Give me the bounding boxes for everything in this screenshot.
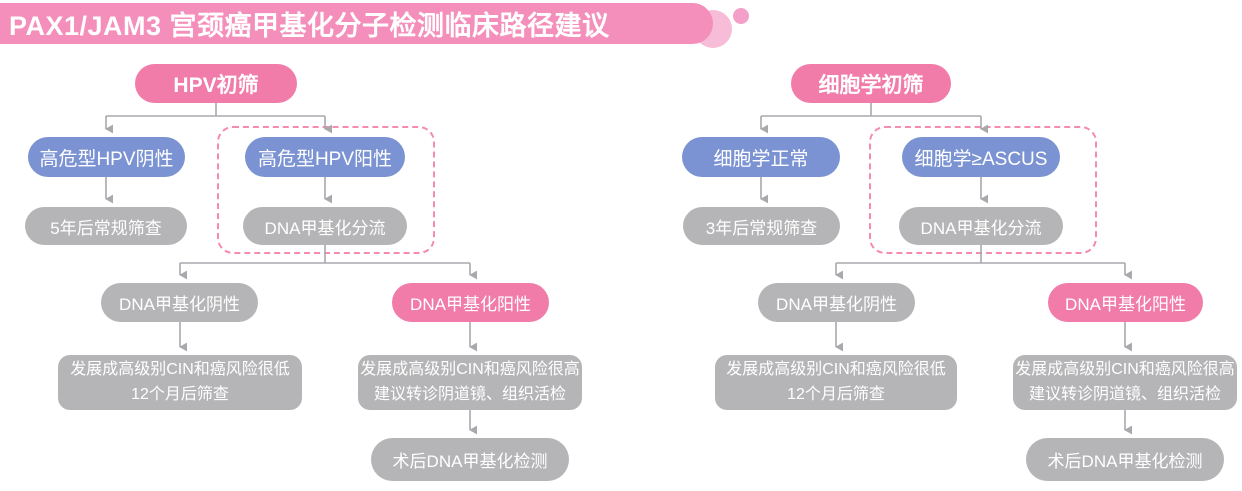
node-cytology-low-risk-outcome: 发展成高级别CIN和癌风险很低 12个月后筛查 bbox=[715, 355, 957, 410]
node-cytology-methylation-triage: DNA甲基化分流 bbox=[899, 207, 1063, 245]
outcome-text-line: 12个月后筛查 bbox=[131, 385, 229, 403]
node-hpv-positive: 高危型HPV阳性 bbox=[245, 137, 405, 177]
node-hpv-methylation-positive: DNA甲基化阳性 bbox=[392, 283, 549, 322]
node-hpv-screening-root: HPV初筛 bbox=[135, 64, 297, 103]
outcome-text-line: 发展成高级别CIN和癌风险很高 bbox=[360, 360, 580, 378]
node-cytology-postop-test: 术后DNA甲基化检测 bbox=[1026, 438, 1224, 481]
node-hpv-methylation-triage: DNA甲基化分流 bbox=[243, 207, 407, 245]
outcome-text-line: 12个月后筛查 bbox=[787, 385, 885, 403]
node-hpv-routine-screen: 5年后常规筛查 bbox=[25, 207, 187, 245]
node-hpv-negative: 高危型HPV阴性 bbox=[28, 137, 185, 177]
outcome-text-line: 发展成高级别CIN和癌风险很低 bbox=[726, 360, 946, 378]
node-hpv-methylation-negative: DNA甲基化阴性 bbox=[101, 283, 258, 322]
node-hpv-postop-test: 术后DNA甲基化检测 bbox=[371, 438, 569, 481]
node-cytology-methylation-negative: DNA甲基化阴性 bbox=[758, 283, 915, 322]
node-cytology-ascus: 细胞学≥ASCUS bbox=[902, 137, 1060, 177]
outcome-text-line: 发展成高级别CIN和癌风险很低 bbox=[70, 360, 290, 378]
node-cytology-screening-root: 细胞学初筛 bbox=[791, 64, 951, 103]
node-cytology-normal: 细胞学正常 bbox=[682, 137, 840, 177]
outcome-text-line: 建议转诊阴道镜、组织活检 bbox=[1028, 385, 1221, 403]
deco-circle-small bbox=[733, 8, 749, 24]
node-cytology-high-risk-outcome: 发展成高级别CIN和癌风险很高 建议转诊阴道镜、组织活检 bbox=[1013, 355, 1237, 410]
node-cytology-routine-screen: 3年后常规筛查 bbox=[683, 207, 840, 245]
page-title: PAX1/JAM3 宫颈癌甲基化分子检测临床路径建议 bbox=[9, 11, 610, 41]
outcome-text-line: 发展成高级别CIN和癌风险很高 bbox=[1015, 360, 1235, 378]
node-hpv-high-risk-outcome: 发展成高级别CIN和癌风险很高 建议转诊阴道镜、组织活检 bbox=[358, 355, 582, 410]
node-hpv-low-risk-outcome: 发展成高级别CIN和癌风险很低 12个月后筛查 bbox=[58, 355, 302, 410]
title-banner: PAX1/JAM3 宫颈癌甲基化分子检测临床路径建议 bbox=[0, 3, 713, 44]
node-cytology-methylation-positive: DNA甲基化阳性 bbox=[1048, 283, 1203, 322]
outcome-text-line: 建议转诊阴道镜、组织活检 bbox=[373, 385, 566, 403]
